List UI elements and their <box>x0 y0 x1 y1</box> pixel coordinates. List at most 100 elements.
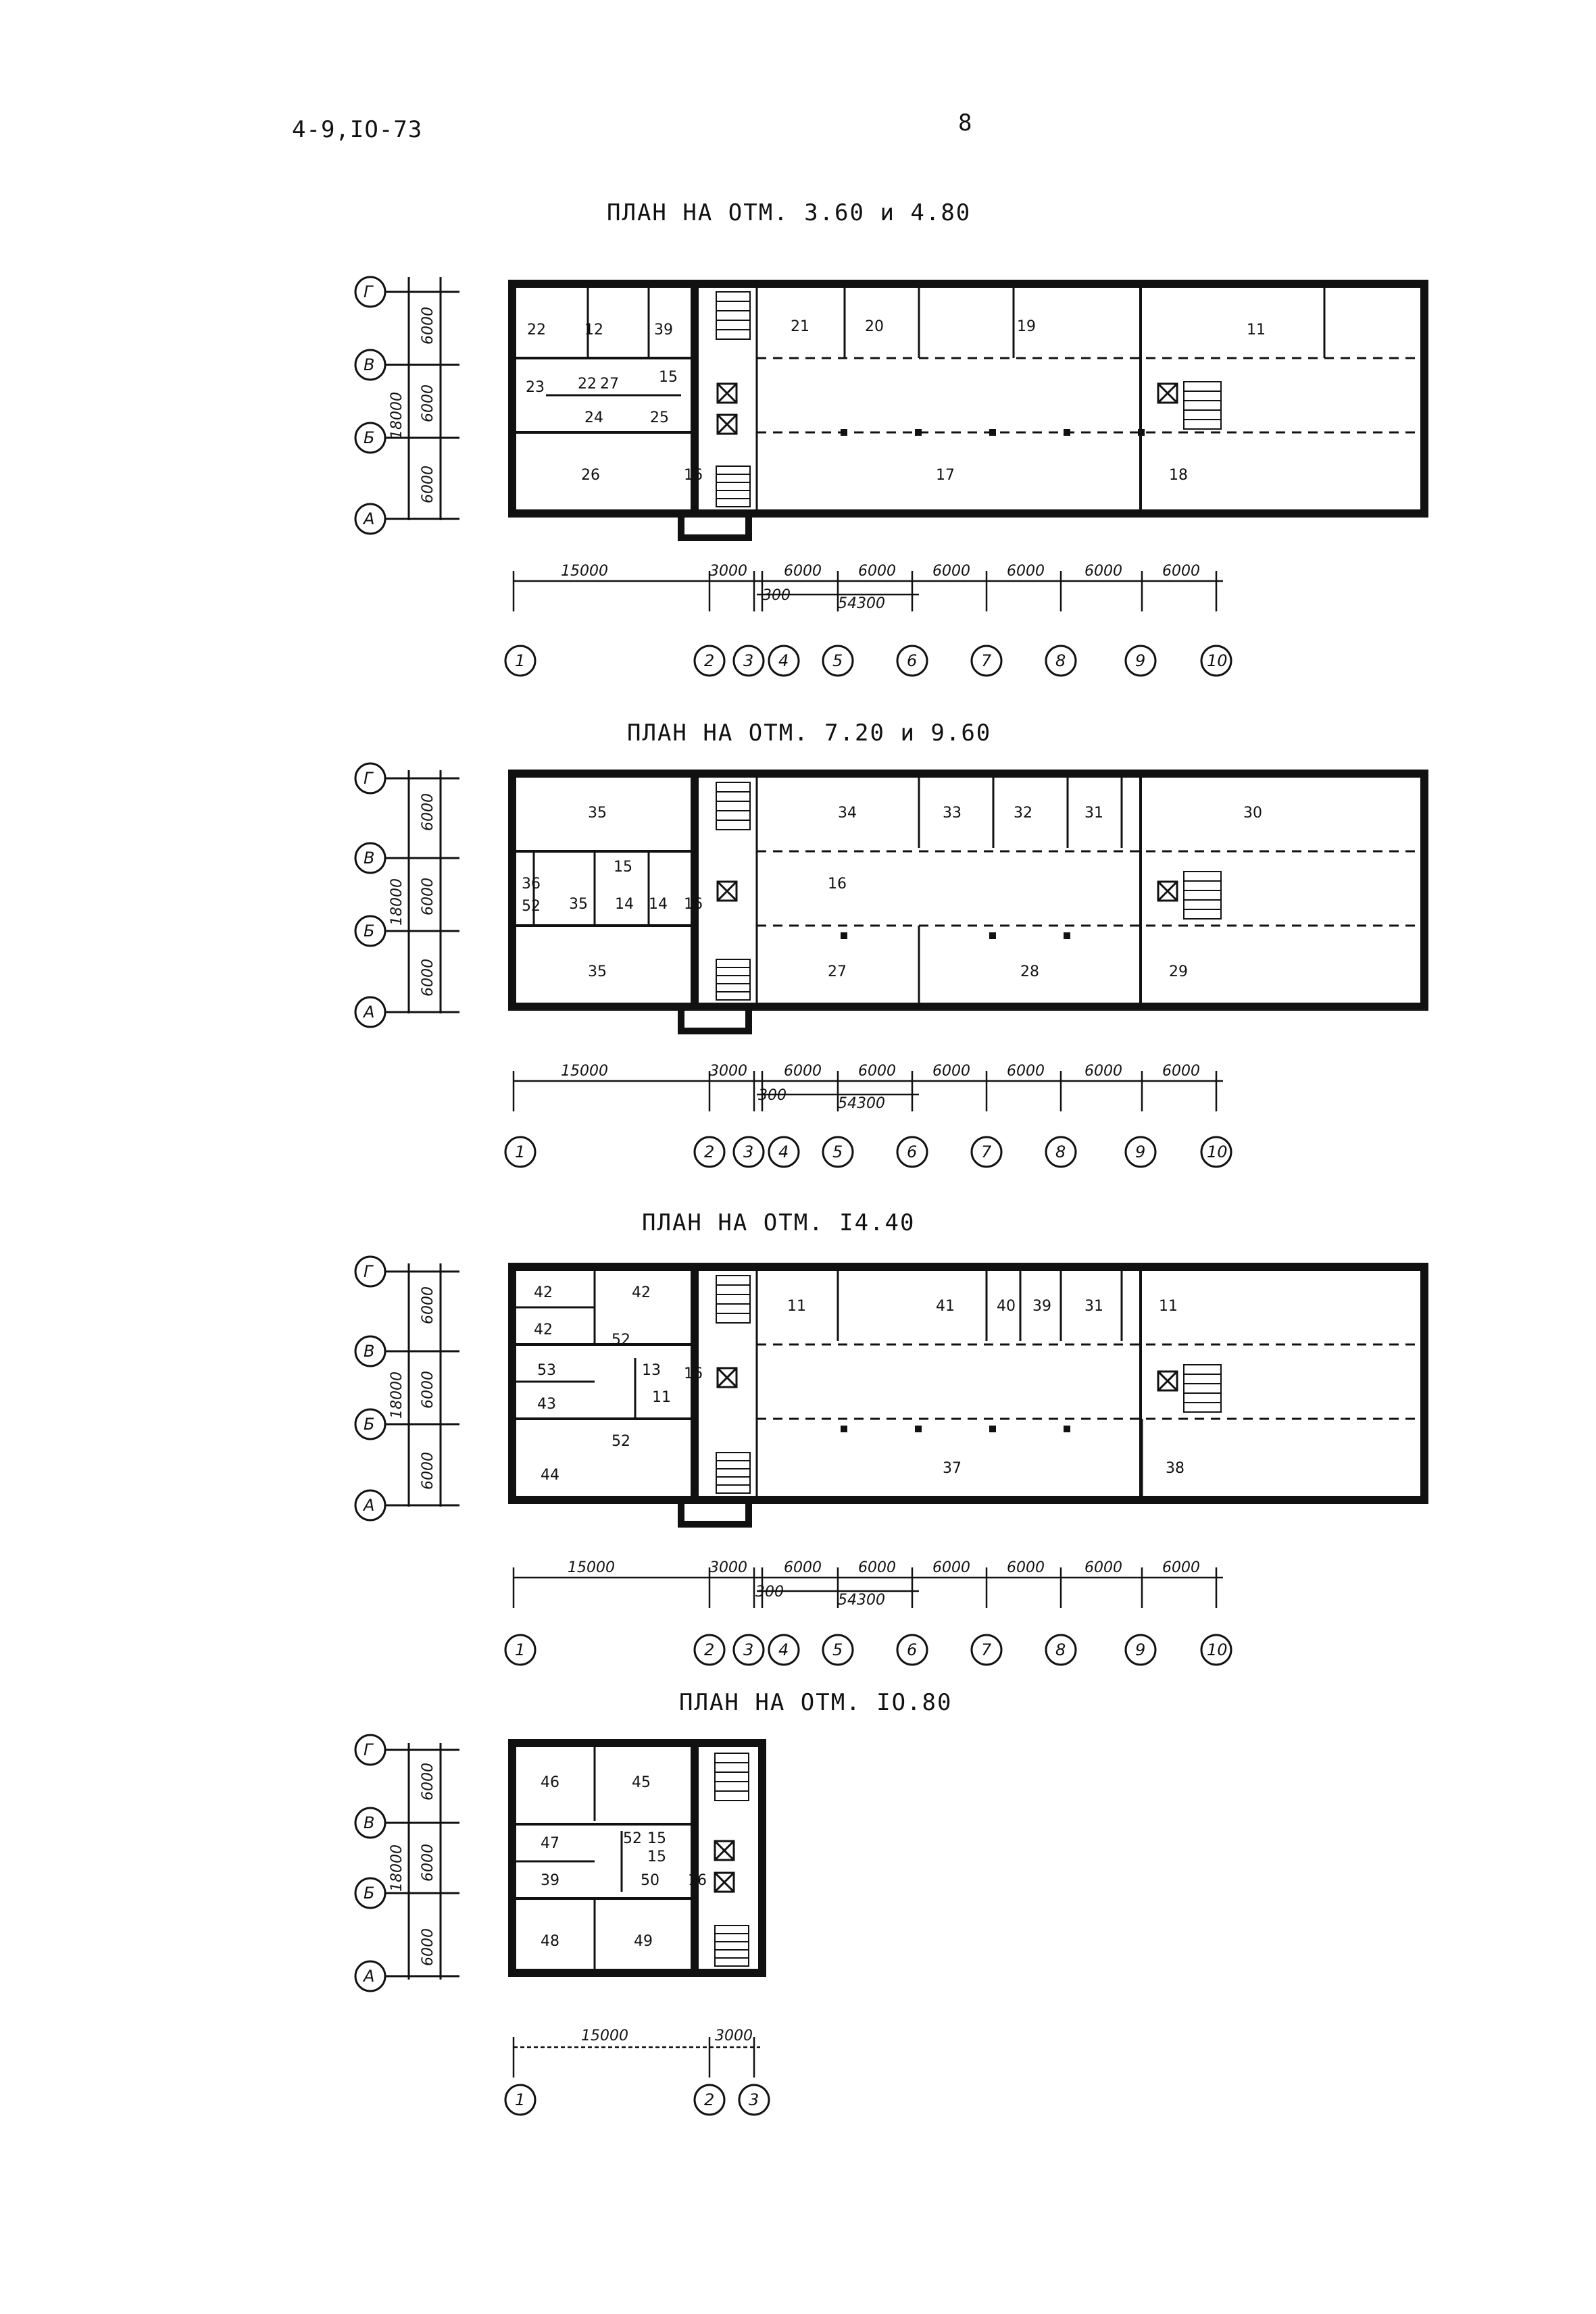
plan2-room-35b: 35 <box>569 896 588 913</box>
plan1-col-1: 1 <box>515 651 525 670</box>
plan3-room-11b: 11 <box>787 1298 806 1315</box>
plan2-room-30: 30 <box>1243 805 1262 822</box>
plan4-room-15a: 15 <box>647 1830 666 1847</box>
plan2-room-31: 31 <box>1084 805 1103 822</box>
plan4-row-dim-2: 6000 <box>420 1928 437 1966</box>
plan1-row-label-3: А <box>362 509 374 528</box>
plan3-walls <box>508 1263 1428 1528</box>
plan2-dim-5: 6000 <box>1007 1063 1045 1080</box>
plan1-col-axes <box>504 645 1232 677</box>
plan1-col-5: 5 <box>832 651 843 670</box>
plan4-room-48: 48 <box>541 1933 559 1950</box>
plan4-room-39: 39 <box>541 1872 559 1889</box>
plan4-row-dim-1: 6000 <box>420 1844 437 1882</box>
plan4-row-axes <box>354 1734 459 1992</box>
plan4-row-label-1: В <box>364 1813 374 1832</box>
plan2-room-15: 15 <box>614 859 632 876</box>
plan1-room-11: 11 <box>1247 322 1266 338</box>
plan3-room-37: 37 <box>943 1460 962 1477</box>
plan2-row-dim-1: 6000 <box>420 878 437 915</box>
plan3-row-label-2: Б <box>364 1415 374 1434</box>
plan1-row-label-0: Г <box>364 282 374 301</box>
plan1-col-4: 4 <box>778 651 789 670</box>
plan1-dim-7: 6000 <box>1162 563 1200 580</box>
plan4-room-15b: 15 <box>647 1848 666 1865</box>
plan3-row-label-3: А <box>362 1496 374 1515</box>
plan4-row-label-2: Б <box>364 1884 374 1903</box>
plan1-col-8: 8 <box>1055 651 1066 670</box>
plan4-col-1: 1 <box>515 2090 525 2109</box>
plan4-col-3: 3 <box>749 2090 759 2109</box>
plan3-drawing: Г В Б А 6000 6000 6000 18000 42 42 42 52… <box>354 1255 1428 1666</box>
plan1-room-25: 25 <box>650 409 669 426</box>
plan4-dimension-line <box>512 2037 760 2078</box>
plan3-row-label-0: Г <box>364 1262 374 1281</box>
plan1-room-24: 24 <box>584 409 603 426</box>
plan3-col-2: 2 <box>704 1640 714 1659</box>
plan1-room-39: 39 <box>654 322 673 338</box>
plan2-columns <box>841 932 1070 939</box>
plan4-row-label-0: Г <box>364 1740 374 1759</box>
plan2-col-7: 7 <box>981 1142 992 1161</box>
plan1-drawing: Г В Б А 6000 6000 6000 18000 22 12 39 23… <box>354 276 1428 677</box>
plan2-dim-4: 6000 <box>932 1063 970 1080</box>
plan3-total-len: 54300 <box>838 1592 885 1609</box>
plan3-col-6: 6 <box>907 1640 917 1659</box>
plan1-dim-0: 15000 <box>561 563 608 580</box>
plan1-walls <box>508 280 1428 541</box>
plan3-room-52a: 52 <box>612 1332 630 1349</box>
plan4-walls <box>508 1739 766 1977</box>
plan1-col-7: 7 <box>981 651 992 670</box>
plan3-col-8: 8 <box>1055 1640 1066 1659</box>
plan3-room-31: 31 <box>1084 1298 1103 1315</box>
plan3-row-dim-2: 6000 <box>420 1452 437 1490</box>
plan3-room-38: 38 <box>1166 1460 1184 1477</box>
plan4-room-52: 52 <box>623 1830 642 1847</box>
plan2-room-34: 34 <box>838 805 857 822</box>
plan1-row-dim-1: 6000 <box>420 384 437 422</box>
plan1-room-20: 20 <box>865 318 884 335</box>
plan2-room-16a: 16 <box>684 896 703 913</box>
plan2-room-35a: 35 <box>588 805 607 822</box>
plan4-col-2: 2 <box>704 2090 714 2109</box>
plan1-sub-dim: 300 <box>762 587 791 604</box>
plan3-col-5: 5 <box>832 1640 843 1659</box>
plan1-row-axes <box>354 276 459 535</box>
plan2-col-5: 5 <box>832 1142 843 1161</box>
plan4-total-dim: 18000 <box>389 1844 405 1892</box>
plan3-room-13: 13 <box>642 1362 661 1379</box>
plan2-room-33: 33 <box>943 805 962 822</box>
plan4-room-50: 50 <box>641 1872 659 1889</box>
plan4-room-46: 46 <box>541 1774 559 1791</box>
plan1-col-2: 2 <box>704 651 714 670</box>
plan3-dim-2: 6000 <box>784 1559 822 1576</box>
plan3-col-10: 10 <box>1207 1640 1228 1659</box>
plan2-col-2: 2 <box>704 1142 714 1161</box>
plan3-columns <box>841 1426 1070 1432</box>
plan3-col-4: 4 <box>778 1640 789 1659</box>
plan1-total-len: 54300 <box>838 595 885 612</box>
plan2-dim-7: 6000 <box>1162 1063 1200 1080</box>
plan2-row-label-1: В <box>364 849 374 867</box>
plan2-col-6: 6 <box>907 1142 917 1161</box>
plan1-col-3: 3 <box>743 651 753 670</box>
plan2-drawing: Г В Б А 6000 6000 6000 18000 35 34 33 32… <box>354 762 1428 1168</box>
plan2-col-4: 4 <box>778 1142 789 1161</box>
plan3-room-42b: 42 <box>632 1284 651 1301</box>
plan3-room-40: 40 <box>997 1298 1016 1315</box>
document-code: 4-9,IO-73 <box>292 116 423 143</box>
plan2-row-label-2: Б <box>364 922 374 940</box>
plan2-col-axes <box>504 1136 1232 1168</box>
plan3-dim-5: 6000 <box>1007 1559 1045 1576</box>
plan3-col-3: 3 <box>743 1640 753 1659</box>
plan2-dim-6: 6000 <box>1084 1063 1122 1080</box>
page-number: 8 <box>958 109 973 136</box>
plan3-row-dim-1: 6000 <box>420 1371 437 1409</box>
plan4-lift-icon <box>714 1840 735 1893</box>
plan2-stairs <box>716 782 1222 1001</box>
plan4-col-axes <box>504 2084 770 2116</box>
plan2-walls <box>508 770 1428 1034</box>
plan3-room-11c: 11 <box>1159 1298 1178 1315</box>
plan2-row-dim-2: 6000 <box>420 959 437 997</box>
plan2-room-14b: 14 <box>649 896 668 913</box>
